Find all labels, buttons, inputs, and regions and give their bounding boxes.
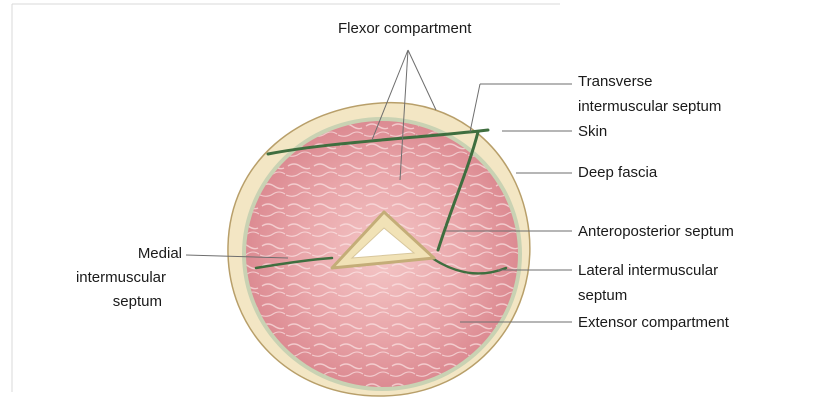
label-medial-septum-3: septum bbox=[82, 293, 162, 310]
label-flexor-compartment: Flexor compartment bbox=[338, 20, 471, 37]
label-lateral-septum-1: Lateral intermuscular bbox=[578, 262, 718, 279]
label-deep-fascia: Deep fascia bbox=[578, 164, 657, 181]
label-lateral-septum-2: septum bbox=[578, 287, 627, 304]
label-medial-septum-1: Medial bbox=[102, 245, 182, 262]
leader-transverse-drop bbox=[470, 84, 480, 132]
label-transverse-septum-2: intermuscular septum bbox=[578, 98, 721, 115]
leader-flexor-3 bbox=[408, 50, 436, 110]
label-anteroposterior-septum: Anteroposterior septum bbox=[578, 223, 734, 240]
label-skin: Skin bbox=[578, 123, 607, 140]
label-extensor-compartment: Extensor compartment bbox=[578, 314, 729, 331]
label-transverse-septum-1: Transverse bbox=[578, 73, 652, 90]
label-medial-septum-2: intermuscular bbox=[42, 269, 166, 286]
